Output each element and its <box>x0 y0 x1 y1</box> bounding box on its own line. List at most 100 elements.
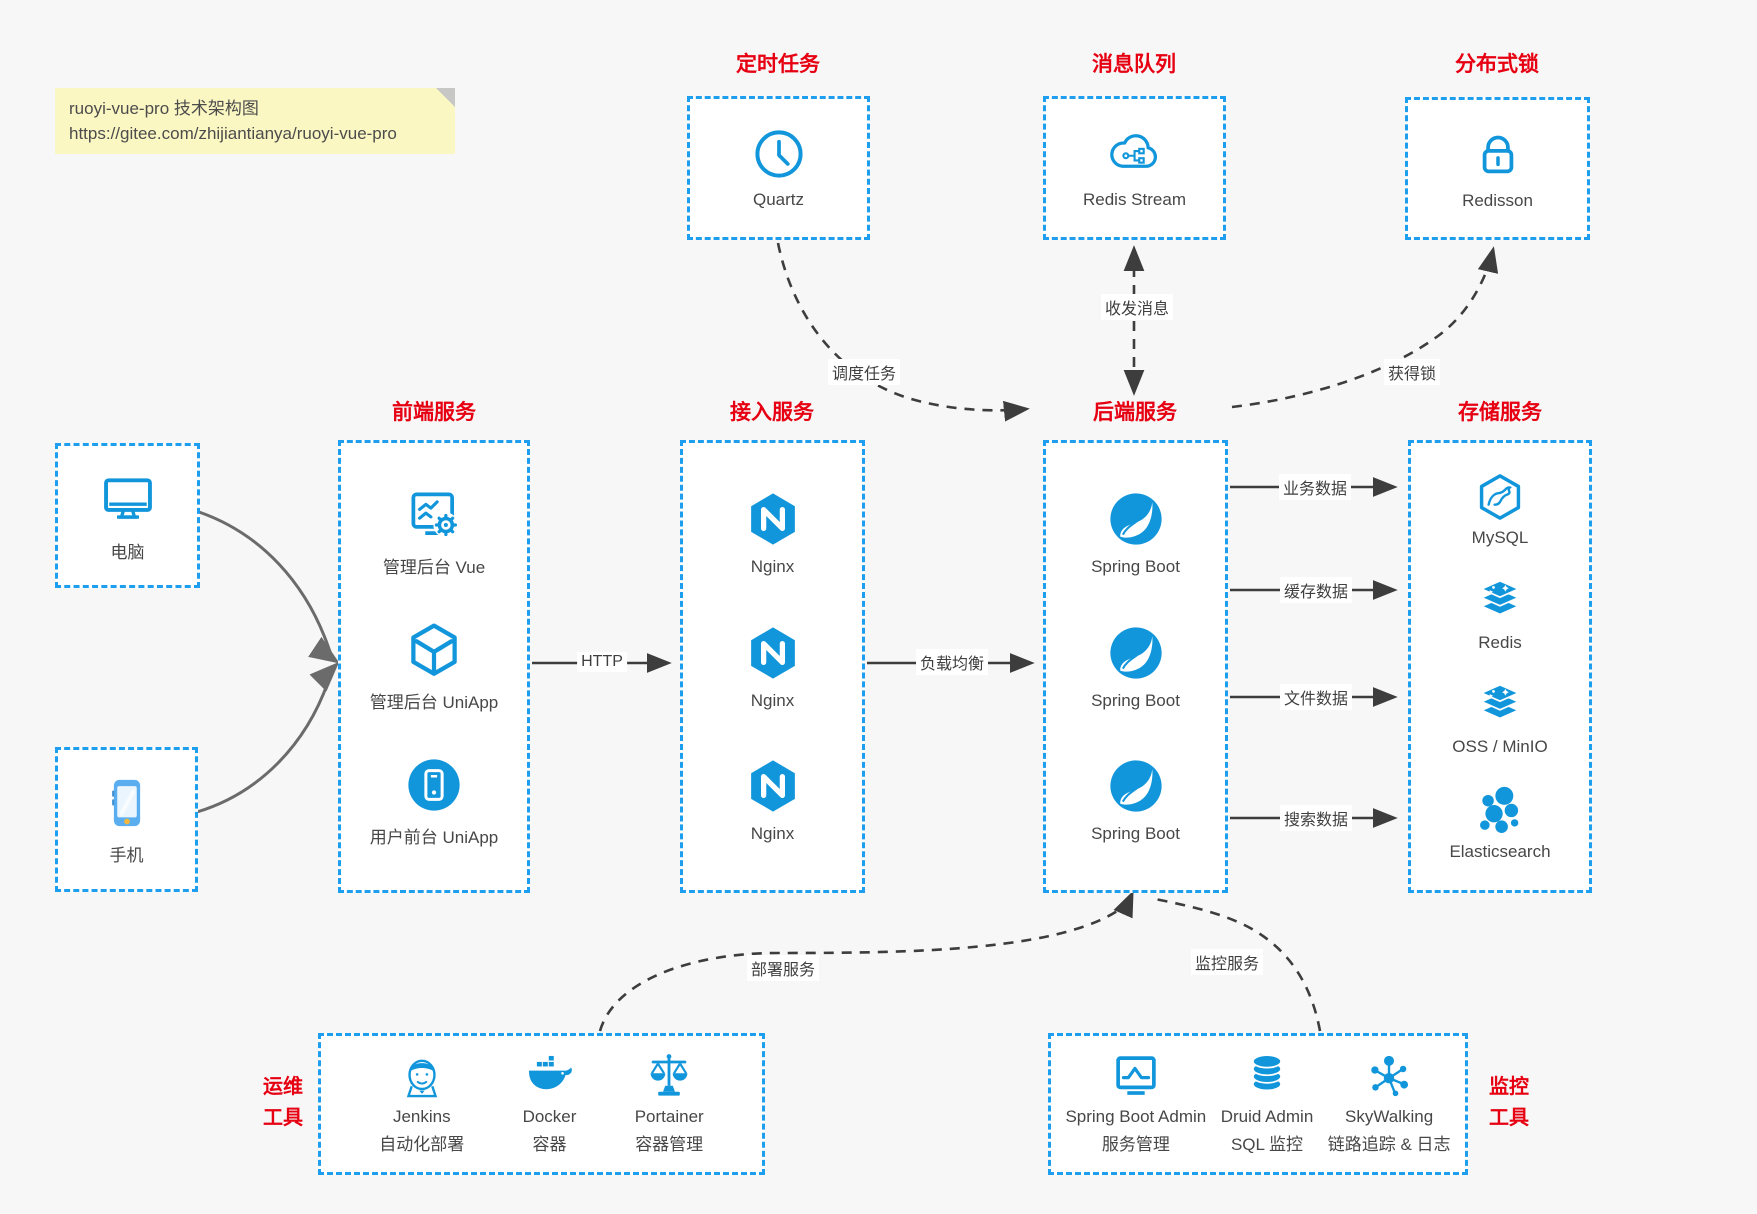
group-title-message-queue: 消息队列 <box>1092 53 1176 76</box>
ops-tools-box: Jenkins 自动化部署 Docker 容器 Portainer 容器管理 <box>318 1033 765 1175</box>
pc-label: 电脑 <box>110 543 145 562</box>
edge-label-deploy-service: 部署服务 <box>746 955 820 981</box>
skywalking-icon <box>1363 1050 1415 1102</box>
elasticsearch-node: Elasticsearch <box>1449 785 1551 862</box>
clock-icon <box>751 126 807 182</box>
quartz-box: Quartz <box>687 96 870 240</box>
spring-boot-node-2: Spring Boot <box>1091 623 1180 711</box>
nginx-node-3: Nginx <box>743 756 803 844</box>
jenkins-name: Jenkins <box>392 1107 451 1127</box>
skywalking-desc: 链路追踪 & 日志 <box>1327 1135 1451 1154</box>
oss-minio-label: OSS / MinIO <box>1452 737 1548 757</box>
spring-boot-label-2: Spring Boot <box>1091 690 1180 710</box>
edge-label-search-data: 搜索数据 <box>1279 805 1353 831</box>
nginx-icon <box>743 623 803 683</box>
nginx-icon <box>743 489 803 549</box>
elasticsearch-icon <box>1474 785 1526 837</box>
spring-boot-icon <box>1106 489 1166 549</box>
docker-icon <box>523 1050 575 1102</box>
jenkins-desc: 自动化部署 <box>379 1135 465 1154</box>
edge-label-http: HTTP <box>577 652 627 672</box>
redisson-node: Redisson <box>1462 127 1533 211</box>
desktop-icon <box>97 468 159 530</box>
admin-uniapp-node: 管理后台 UniApp <box>370 620 498 713</box>
column-title-storage: 存储服务 <box>1458 401 1542 424</box>
title-note: ruoyi-vue-pro 技术架构图 https://gitee.com/zh… <box>55 88 455 154</box>
admin-vue-icon <box>404 485 464 545</box>
spring-boot-admin-name: Spring Boot Admin <box>1065 1107 1207 1127</box>
storage-services-box: MySQL Redis OSS / MinIO Elasticsearch <box>1408 440 1592 893</box>
user-app-icon <box>404 755 464 815</box>
spring-boot-node-1: Spring Boot <box>1091 489 1180 577</box>
mobile-label: 手机 <box>109 846 144 865</box>
edge-label-load-balance: 负载均衡 <box>915 649 989 675</box>
redis-label: Redis <box>1478 632 1522 652</box>
group-title-scheduled-task: 定时任务 <box>736 53 820 76</box>
ops-tools-side-label: 运维 工具 <box>263 1076 303 1129</box>
edge-label-schedule-task: 调度任务 <box>827 359 901 385</box>
spring-boot-icon <box>1106 756 1166 816</box>
skywalking-node: SkyWalking 链路追踪 & 日志 <box>1328 1050 1451 1157</box>
uniapp-cube-icon <box>404 620 464 680</box>
portainer-node: Portainer 容器管理 <box>635 1050 704 1157</box>
portainer-desc: 容器管理 <box>635 1135 704 1154</box>
edge-label-acquire-lock: 获得锁 <box>1383 359 1441 385</box>
note-fold-corner <box>436 88 455 107</box>
redis-icon <box>1474 576 1526 628</box>
mobile-node: 手机 <box>97 773 157 866</box>
mysql-icon <box>1474 471 1526 523</box>
nginx-node-1: Nginx <box>743 489 803 577</box>
druid-admin-name: Druid Admin <box>1220 1107 1314 1127</box>
redisson-box: Redisson <box>1405 97 1590 240</box>
note-url: https://gitee.com/zhijiantianya/ruoyi-vu… <box>69 123 397 143</box>
nginx-icon <box>743 756 803 816</box>
spring-boot-node-3: Spring Boot <box>1091 756 1180 844</box>
spring-boot-admin-node: Spring Boot Admin 服务管理 <box>1065 1050 1206 1157</box>
portainer-icon <box>643 1050 695 1102</box>
nginx-label-1: Nginx <box>750 556 795 576</box>
mobile-client-box: 手机 <box>55 747 198 892</box>
mysql-label: MySQL <box>1471 527 1529 547</box>
user-uniapp-label: 用户前台 UniApp <box>369 828 499 847</box>
backend-services-box: Spring Boot Spring Boot Spring Boot <box>1043 440 1228 893</box>
access-services-box: Nginx Nginx Nginx <box>680 440 865 893</box>
pc-client-box: 电脑 <box>55 443 200 588</box>
spring-boot-admin-desc: 服务管理 <box>1101 1135 1170 1154</box>
frontend-services-box: 管理后台 Vue 管理后台 UniApp 用户前台 UniApp <box>338 440 530 893</box>
monitor-tools-side-label: 监控 工具 <box>1489 1076 1529 1129</box>
monitor-tools-box: Spring Boot Admin 服务管理 Druid Admin SQL 监… <box>1048 1033 1468 1175</box>
docker-desc: 容器 <box>532 1135 567 1154</box>
druid-admin-desc: SQL 监控 <box>1230 1135 1304 1154</box>
edge-label-cache-data: 缓存数据 <box>1279 577 1353 603</box>
druid-admin-node: Druid Admin SQL 监控 <box>1220 1050 1314 1157</box>
skywalking-name: SkyWalking <box>1345 1107 1434 1127</box>
edge-label-file-data: 文件数据 <box>1279 684 1353 710</box>
admin-uniapp-label: 管理后台 UniApp <box>369 693 499 712</box>
spring-boot-label-3: Spring Boot <box>1091 824 1180 844</box>
oss-minio-icon <box>1474 680 1526 732</box>
note-title: ruoyi-vue-pro 技术架构图 <box>69 99 259 118</box>
docker-node: Docker 容器 <box>522 1050 577 1157</box>
cloud-message-icon <box>1106 126 1162 182</box>
admin-vue-label: 管理后台 Vue <box>382 558 486 577</box>
spring-boot-icon <box>1106 623 1166 683</box>
column-title-frontend: 前端服务 <box>392 401 476 424</box>
redis-node: Redis <box>1474 576 1526 653</box>
quartz-node: Quartz <box>751 126 807 210</box>
edge-label-send-receive-message: 收发消息 <box>1100 294 1174 320</box>
group-title-distributed-lock: 分布式锁 <box>1455 53 1539 76</box>
jenkins-icon <box>396 1050 448 1102</box>
mysql-node: MySQL <box>1471 471 1529 548</box>
docker-name: Docker <box>522 1107 577 1127</box>
smartphone-icon <box>97 773 157 833</box>
nginx-label-2: Nginx <box>750 690 795 710</box>
jenkins-node: Jenkins 自动化部署 <box>379 1050 464 1157</box>
redis-stream-label: Redis Stream <box>1083 190 1186 209</box>
nginx-node-2: Nginx <box>743 623 803 711</box>
nginx-label-3: Nginx <box>750 824 795 844</box>
admin-vue-node: 管理后台 Vue <box>383 485 485 578</box>
lock-icon <box>1470 127 1526 183</box>
redis-stream-node: Redis Stream <box>1083 126 1186 210</box>
edge-label-monitor-service: 监控服务 <box>1190 949 1264 975</box>
